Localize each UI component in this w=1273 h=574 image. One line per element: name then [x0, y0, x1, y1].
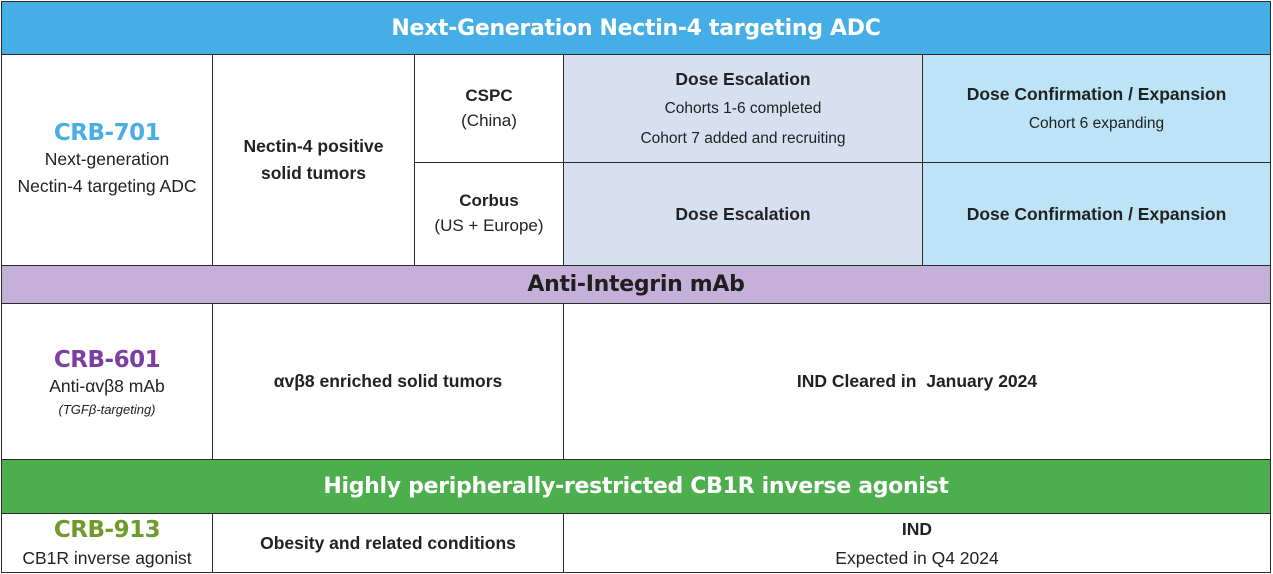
- crb-913-indication-cell: Obesity and related conditions: [212, 513, 564, 573]
- crb-601-program-cell: CRB-601 Anti-αvβ8 mAb (TGFβ-targeting): [1, 303, 213, 460]
- crb-701-indication-line1: Nectin-4 positive: [243, 136, 384, 156]
- cspc-escalation-note2: Cohort 7 added and recruiting: [640, 129, 846, 147]
- corbus-expansion-title: Dose Confirmation / Expansion: [966, 204, 1227, 224]
- adc-section-title: Next-Generation Nectin-4 targeting ADC: [391, 15, 881, 41]
- cspc-region-cell: CSPC (China): [414, 54, 564, 163]
- crb-913-status-note: Expected in Q4 2024: [835, 548, 999, 568]
- corbus-dose-expansion-cell: Dose Confirmation / Expansion: [922, 162, 1271, 266]
- corbus-region-cell: Corbus (US + Europe): [414, 162, 564, 266]
- crb-913-program-cell: CRB-913 CB1R inverse agonist: [1, 513, 213, 573]
- crb-601-status-cell: IND Cleared in January 2024: [563, 303, 1271, 460]
- crb-601-indication-cell: αvβ8 enriched solid tumors: [212, 303, 564, 460]
- crb-701-desc-line1: Next-generation: [44, 149, 170, 169]
- cb1r-section-banner: Highly peripherally-restricted CB1R inve…: [1, 459, 1271, 514]
- integrin-section-banner: Anti-Integrin mAb: [1, 265, 1271, 304]
- crb-701-code: CRB-701: [53, 120, 161, 146]
- corbus-escalation-title: Dose Escalation: [675, 204, 811, 224]
- crb-913-indication: Obesity and related conditions: [260, 532, 516, 553]
- cb1r-section-title: Highly peripherally-restricted CB1R inve…: [323, 474, 949, 499]
- adc-section-banner: Next-Generation Nectin-4 targeting ADC: [1, 1, 1271, 55]
- crb-913-code: CRB-913: [53, 517, 161, 543]
- cspc-region-sub: (China): [461, 110, 517, 130]
- crb-601-indication: αvβ8 enriched solid tumors: [273, 371, 503, 391]
- corbus-region-name: Corbus: [459, 191, 519, 210]
- crb-701-indication-line2: solid tumors: [260, 163, 366, 183]
- crb-913-status-cell: IND Expected in Q4 2024: [563, 513, 1271, 573]
- cspc-dose-escalation-cell: Dose Escalation Cohorts 1-6 completed Co…: [563, 54, 923, 163]
- corbus-region-sub: (US + Europe): [434, 216, 544, 235]
- cspc-expansion-title: Dose Confirmation / Expansion: [966, 83, 1227, 104]
- cspc-escalation-title: Dose Escalation: [675, 68, 811, 89]
- crb-913-desc: CB1R inverse agonist: [22, 548, 192, 568]
- crb-601-desc-sub: (TGFβ-targeting): [58, 401, 156, 417]
- integrin-section-title: Anti-Integrin mAb: [527, 272, 745, 297]
- crb-701-desc-line2: Nectin-4 targeting ADC: [17, 176, 197, 196]
- crb-601-code: CRB-601: [53, 346, 161, 373]
- crb-913-status-title: IND: [901, 519, 933, 539]
- crb-701-indication-cell: Nectin-4 positive solid tumors: [212, 54, 415, 266]
- crb-701-program-cell: CRB-701 Next-generation Nectin-4 targeti…: [1, 54, 213, 266]
- cspc-escalation-note1: Cohorts 1-6 completed: [664, 99, 822, 117]
- crb-601-desc: Anti-αvβ8 mAb: [49, 375, 165, 396]
- corbus-dose-escalation-cell: Dose Escalation: [563, 162, 923, 266]
- cspc-region-name: CSPC: [465, 85, 513, 105]
- crb-601-status: IND Cleared in January 2024: [796, 371, 1038, 391]
- cspc-dose-expansion-cell: Dose Confirmation / Expansion Cohort 6 e…: [922, 54, 1271, 163]
- cspc-expansion-note: Cohort 6 expanding: [1028, 114, 1165, 132]
